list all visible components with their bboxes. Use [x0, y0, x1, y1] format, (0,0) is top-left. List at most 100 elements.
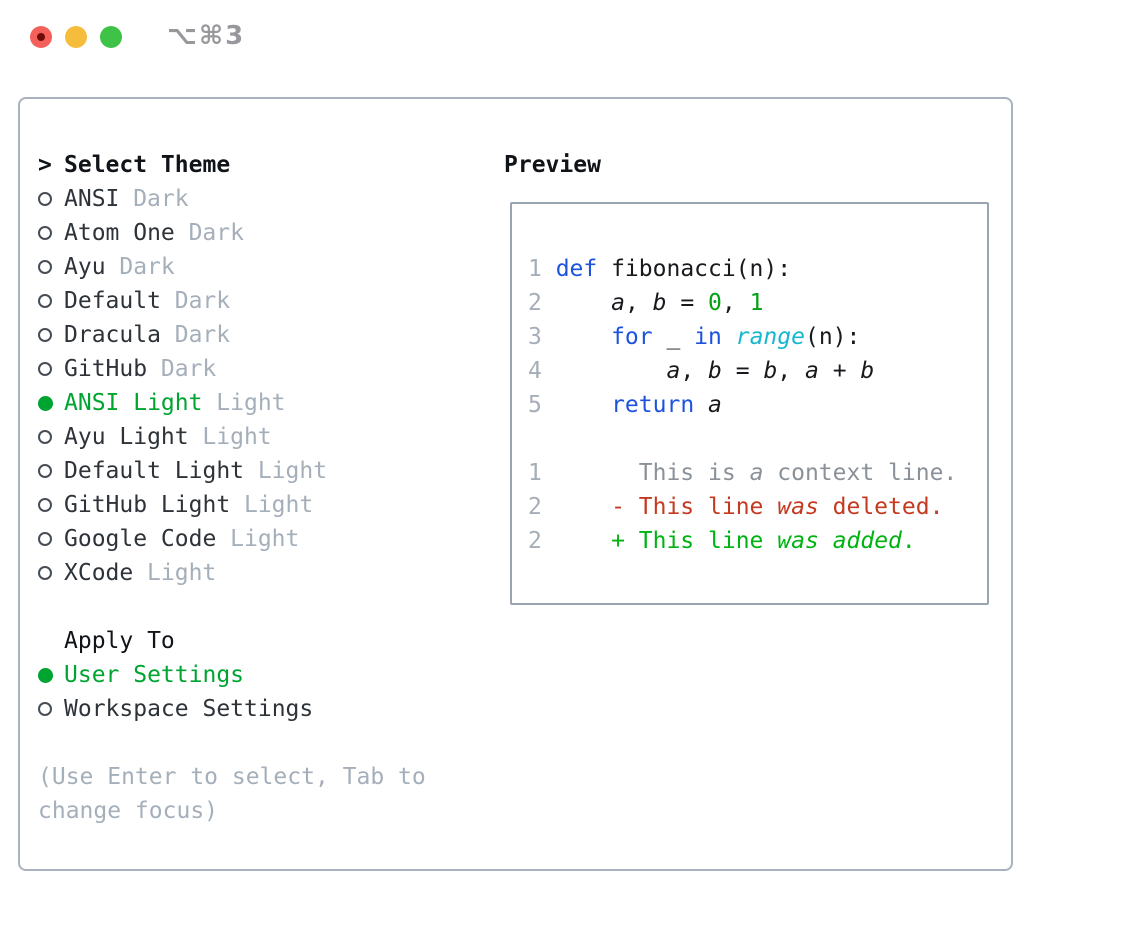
code-token — [722, 324, 736, 350]
code-token: b — [652, 290, 667, 316]
code-token: , — [721, 290, 750, 316]
apply-option-label: User Settings — [64, 662, 245, 688]
code-token: 0 — [708, 290, 722, 316]
code-token — [556, 290, 611, 316]
line-number: 2 — [528, 494, 542, 520]
apply-option-workspace-settings[interactable]: Workspace Settings — [38, 692, 426, 726]
code-token: was — [777, 528, 819, 554]
code-token — [694, 392, 708, 418]
code-token — [556, 392, 611, 418]
apply-to-header-row: Apply To — [38, 624, 426, 658]
line-number: 3 — [528, 324, 542, 350]
theme-option-dracula[interactable]: Dracula Dark — [38, 318, 426, 352]
theme-variant-badge: Light — [216, 390, 286, 416]
line-number: 4 — [528, 358, 542, 384]
preview-code-line: 3 for _ in range(n): — [528, 320, 987, 354]
code-token: a — [805, 358, 819, 384]
line-number: 5 — [528, 392, 542, 418]
theme-name: Ayu Light — [64, 424, 189, 450]
code-token: for — [611, 324, 653, 350]
line-number: 2 — [528, 528, 542, 554]
theme-name: GitHub Light — [64, 492, 231, 518]
radio-icon — [38, 702, 52, 716]
code-token: range — [735, 324, 805, 350]
chevron-prompt-icon: > — [38, 152, 52, 178]
radio-icon — [38, 192, 52, 206]
preview-code-line: 1 This is a context line. — [528, 456, 987, 490]
radio-selected-icon — [38, 667, 53, 683]
radio-icon — [38, 532, 52, 546]
code-token — [819, 528, 833, 554]
code-token: fibonacci(n): — [597, 256, 792, 282]
code-token: was — [777, 494, 819, 520]
minimize-button[interactable] — [65, 26, 87, 48]
spacer — [38, 726, 426, 760]
code-token: a — [611, 290, 625, 316]
theme-name: Google Code — [64, 526, 217, 552]
radio-icon — [38, 362, 52, 376]
code-token: + This line — [555, 528, 778, 554]
preview-code-line: 4 a, b = b, a + b — [528, 354, 987, 388]
code-token: b — [708, 358, 722, 384]
code-token: a — [708, 392, 722, 418]
theme-variant-badge: Light — [243, 492, 314, 518]
line-number: 1 — [528, 460, 542, 486]
apply-to-header: Apply To — [64, 628, 175, 654]
theme-name: Atom One — [64, 220, 175, 246]
preview-code-line — [528, 422, 987, 456]
radio-icon — [38, 294, 52, 308]
preview-code-line: 2 + This line was added. — [528, 524, 987, 558]
radio-icon — [38, 566, 52, 580]
select-theme-header: Select Theme — [64, 152, 231, 178]
preview-code-line: 5 return a — [528, 388, 987, 422]
apply-option-label: Workspace Settings — [64, 696, 314, 722]
code-token: context line. — [763, 460, 958, 486]
theme-name: Default Light — [64, 458, 245, 484]
line-number: 2 — [528, 290, 542, 316]
apply-option-user-settings[interactable]: User Settings — [38, 658, 426, 692]
theme-variant-badge: Light — [147, 560, 217, 586]
help-text: (Use Enter to select, Tab to change focu… — [38, 764, 426, 824]
spacer — [38, 590, 426, 624]
code-token: = — [721, 358, 764, 384]
code-token: _ — [652, 324, 695, 350]
code-token: b — [763, 358, 778, 384]
theme-option-google-code[interactable]: Google Code Light — [38, 522, 426, 556]
code-token: b — [860, 358, 875, 384]
theme-name: Default — [64, 288, 161, 314]
close-button[interactable] — [30, 26, 52, 48]
select-theme-header-row: > Select Theme — [38, 148, 426, 182]
code-token: + — [818, 358, 861, 384]
radio-selected-icon — [38, 395, 53, 411]
theme-variant-badge: Light — [230, 526, 300, 552]
theme-option-github-light[interactable]: GitHub Light Light — [38, 488, 426, 522]
theme-name: Dracula — [64, 322, 161, 348]
radio-icon — [38, 226, 52, 240]
code-token — [556, 324, 611, 350]
code-token: a — [666, 358, 681, 384]
theme-variant-badge: Dark — [160, 356, 217, 382]
code-token: = — [666, 290, 709, 316]
code-token: def — [555, 256, 598, 282]
code-token: (n): — [804, 324, 861, 350]
preview-code-line: 2 - This line was deleted. — [528, 490, 987, 524]
focus-cursor: > — [38, 148, 64, 182]
code-token: , — [777, 358, 805, 384]
theme-variant-badge: Dark — [174, 322, 231, 348]
code-token: 1 — [749, 290, 764, 316]
zoom-button[interactable] — [100, 26, 122, 48]
code-token: This is — [555, 460, 750, 486]
